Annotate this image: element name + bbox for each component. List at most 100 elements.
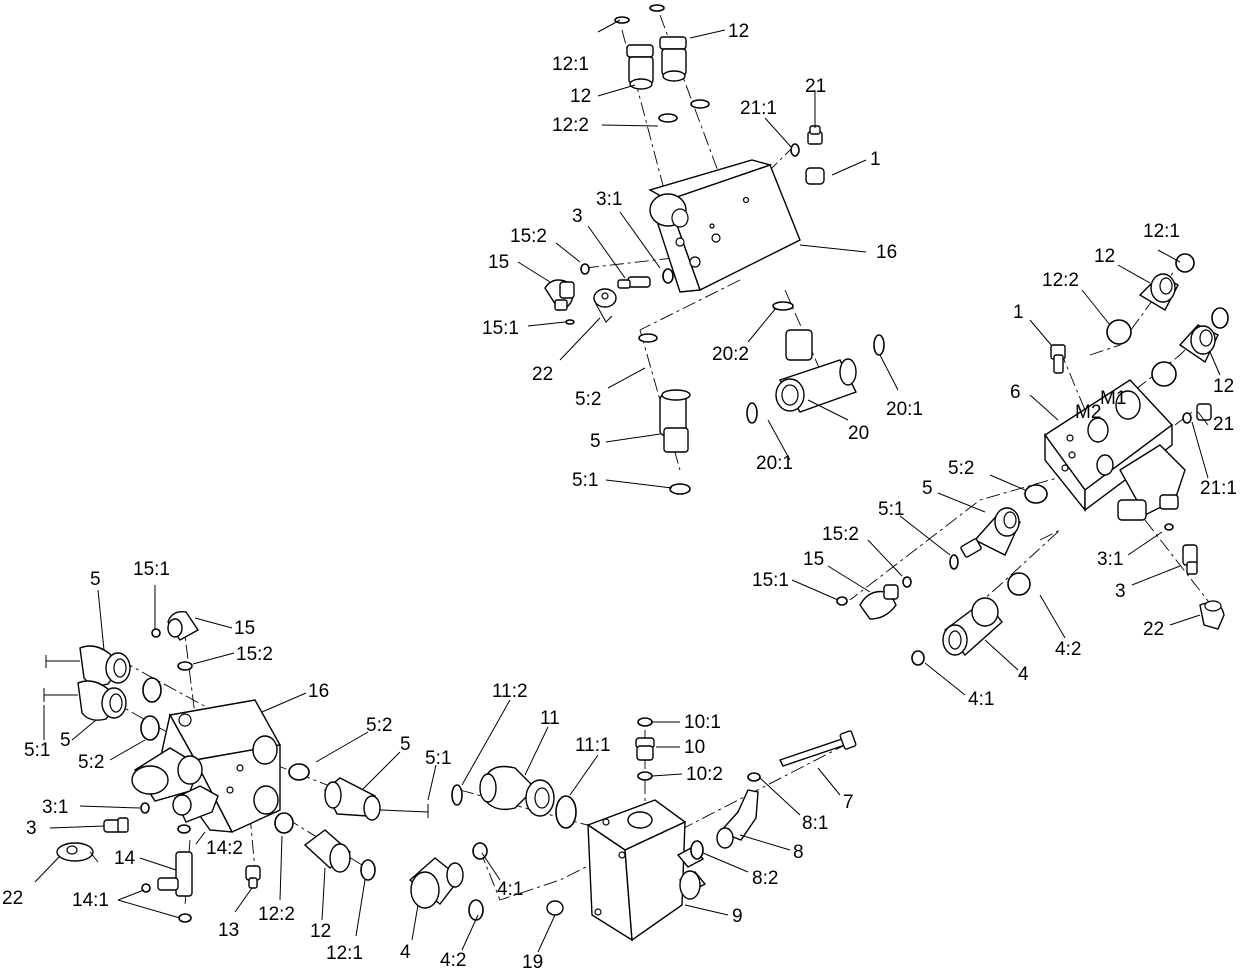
callout-c-12: 12 [310,921,331,942]
callout-b-4-1: 4:1 [968,689,994,710]
fitting-12-right-top [1138,273,1179,311]
callout-d-10-1: 10:1 [684,712,721,733]
assembly-top: 12:1 12 12 12:2 21:1 21 1 16 3:1 3 15:2 … [482,4,923,495]
callout-a-12-1: 12:1 [552,54,589,75]
callout-a-20-2: 20:2 [712,344,749,365]
callout-c-15-1: 15:1 [133,559,170,580]
callout-a-15-1: 15:1 [482,318,519,339]
fitting-4-right [942,597,1003,657]
elbow-11 [479,765,555,817]
callout-c-12-1: 12:1 [326,943,363,964]
callout-b-12a: 12 [1094,246,1115,267]
callout-b-15-1: 15:1 [752,570,789,591]
callout-c-15-2: 15:2 [236,644,273,665]
callout-b-22: 22 [1143,619,1164,640]
callout-a-20-1b: 20:1 [756,453,793,474]
callout-a-21-1: 21:1 [740,98,777,119]
callout-a-5-1: 5:1 [572,470,598,491]
callout-d-10: 10 [684,737,705,758]
manifold-block-16-top [648,159,801,293]
fitting-5-left-upper [79,645,131,686]
callout-c-22: 22 [2,888,23,909]
fitting-12-top-right [659,36,687,82]
callout-d-9: 9 [732,906,743,927]
cap-22-right [1199,600,1225,630]
callout-a-20-1a: 20:1 [886,399,923,420]
callout-a-12-2: 12:2 [552,115,589,136]
callout-b-5-1: 5:1 [878,499,904,520]
plug-13-left [245,865,261,889]
fitting-10 [635,737,655,761]
manifold-block-9 [586,799,707,942]
callout-b-3: 3 [1115,581,1126,602]
callout-c-5-1b: 5:1 [425,748,451,769]
callout-b-1: 1 [1013,302,1024,323]
bolt-7 [779,730,857,767]
callout-a-15-2: 15:2 [510,226,547,247]
cap-22-left [56,842,99,863]
callout-a-3-1: 3:1 [596,189,622,210]
elbow-15-right [859,584,899,620]
fitting-5-left-lower [77,680,127,721]
callout-a-22: 22 [532,364,553,385]
callout-b-12-1: 12:1 [1143,221,1180,242]
fitting-3-top [617,276,651,289]
callout-d-4: 4 [400,942,411,963]
callout-c-5b: 5 [60,730,71,751]
fitting-12-left [303,829,352,873]
callout-a-12b: 12 [570,86,591,107]
fitting-3-right [1182,544,1198,575]
callout-a-12a: 12 [728,21,749,42]
elbow-15-top [544,279,575,311]
callout-b-5-2: 5:2 [948,458,974,479]
fitting-5-right [960,507,1021,558]
fitting-14-left [157,851,193,897]
assembly-right: M2 M1 [752,221,1237,710]
callout-b-21-1: 21:1 [1200,478,1237,499]
assembly-bottom-center: 11:2 11 11:1 10:1 10 10:2 7 8:1 8 8:2 9 … [400,681,857,973]
plug-21-top [807,125,823,145]
callout-c-14-1: 14:1 [72,890,109,911]
elbow-8 [716,789,759,849]
callout-c-3: 3 [26,818,37,839]
manifold-block-16-left [131,699,282,833]
callout-a-15: 15 [488,252,509,273]
fitting-12-right-mid [1178,324,1219,364]
callout-d-8: 8 [793,842,804,863]
callout-d-7: 7 [843,792,854,813]
callout-c-15: 15 [234,618,255,639]
manifold-block-6: M2 M1 [1043,379,1186,521]
callout-d-4-2: 4:2 [440,950,466,971]
callout-c-12-2: 12:2 [258,904,295,925]
callout-b-4-2: 4:2 [1055,639,1081,660]
callout-c-14-2: 14:2 [206,838,243,859]
callout-b-15-2: 15:2 [822,524,859,545]
callout-d-8-2: 8:2 [752,868,778,889]
callout-b-12b: 12 [1213,376,1234,397]
callout-d-10-2: 10:2 [686,764,723,785]
fitting-3-left [103,817,129,833]
callout-d-8-1: 8:1 [802,813,828,834]
callout-d-19: 19 [522,952,543,973]
callout-c-13: 13 [218,920,239,941]
fitting-4-bottom [408,857,464,909]
callout-c-16: 16 [308,681,329,702]
tee-20-top [775,329,857,413]
callout-d-11-2: 11:2 [492,681,528,702]
cap-22-top [593,288,617,323]
callout-a-1: 1 [870,149,881,170]
callout-d-11: 11 [540,708,560,729]
callout-c-5-2b: 5:2 [366,715,392,736]
plug-1-right [1050,344,1066,374]
callout-c-3-1: 3:1 [42,797,68,818]
fitting-5-left-right [324,777,381,821]
callout-d-4-1: 4:1 [497,879,523,900]
fitting-5-top [659,389,691,453]
callout-c-5-1: 5:1 [24,740,50,761]
callout-c-5c: 5 [400,734,411,755]
callout-a-21: 21 [805,76,826,97]
callout-b-5: 5 [922,478,933,499]
callout-b-6: 6 [1010,382,1021,403]
callout-a-20: 20 [848,423,869,444]
